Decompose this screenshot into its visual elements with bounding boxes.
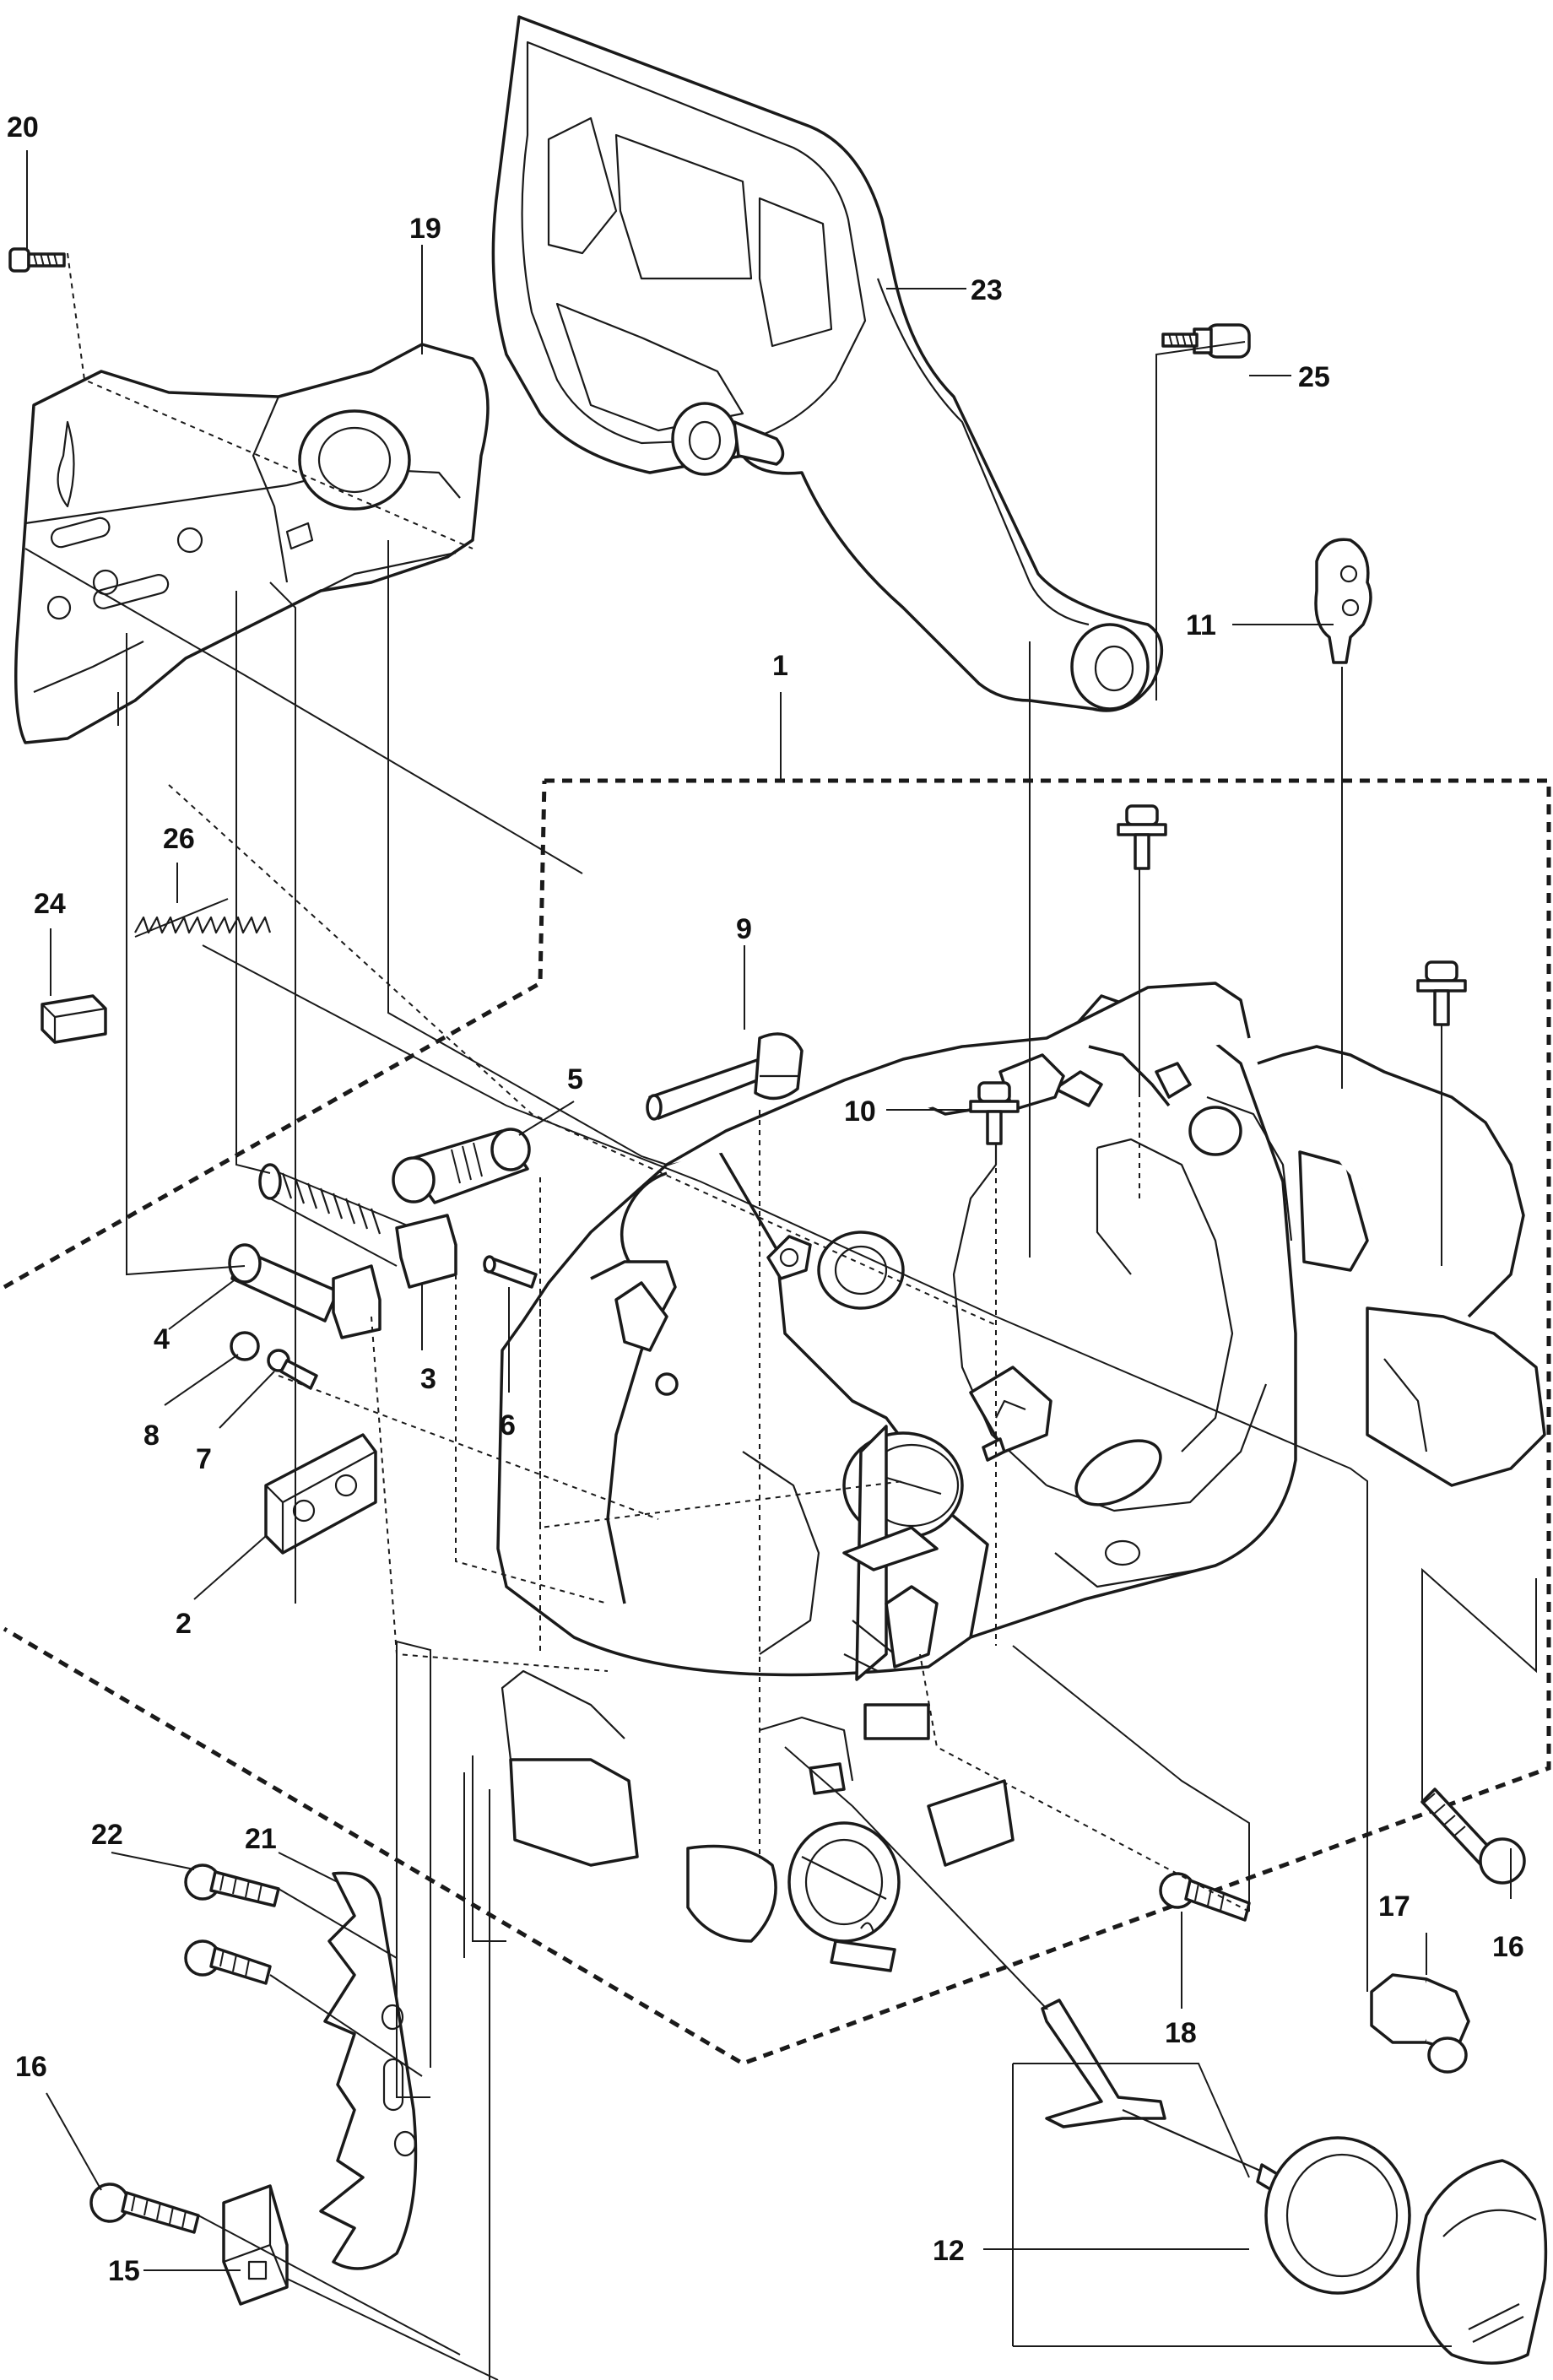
label-19: 19 [409, 213, 441, 245]
screw-part-16-left [89, 2183, 200, 2234]
label-10: 10 [844, 1095, 876, 1128]
label-22: 22 [91, 1819, 123, 1851]
washer-part-8 [230, 1331, 260, 1361]
assembly-boundary-1 [3, 778, 1551, 2066]
cap-assembly-part-12 [1041, 1999, 1548, 2365]
crankcase-main-body [496, 982, 1546, 1972]
label-16-left: 16 [15, 2051, 47, 2083]
label-18: 18 [1165, 2017, 1197, 2049]
screw-part-16-right [1420, 1788, 1526, 1885]
label-12: 12 [933, 2235, 965, 2267]
screw-top-b [1416, 960, 1467, 1026]
label-15: 15 [108, 2255, 140, 2287]
label-16-right: 16 [1492, 1931, 1524, 1963]
label-24: 24 [34, 888, 66, 920]
rear-handle-part-23 [491, 15, 1163, 712]
label-20: 20 [7, 111, 39, 143]
label-21: 21 [245, 1823, 277, 1855]
label-8: 8 [143, 1420, 160, 1452]
part-labels: 20 19 23 25 11 1 26 24 9 5 10 4 3 8 6 7 … [7, 111, 1524, 2287]
pin-part-6 [483, 1255, 538, 1289]
bracket-part-2 [264, 1433, 377, 1555]
label-23: 23 [971, 274, 1003, 306]
label-7: 7 [196, 1443, 212, 1475]
alignment-lines [24, 252, 1537, 2380]
bushing-part-5 [392, 1128, 531, 1204]
label-5: 5 [567, 1063, 583, 1095]
spring-part-26 [134, 898, 272, 938]
label-1: 1 [772, 650, 788, 682]
label-17: 17 [1378, 1890, 1410, 1923]
spike-bar-part-21 [319, 1871, 418, 2270]
pin-part-9 [646, 1032, 804, 1121]
plug-part-17 [1370, 1973, 1470, 2074]
screw-part-20 [8, 247, 66, 273]
screw-part-7 [267, 1349, 318, 1390]
side-plate-part-19 [14, 343, 490, 744]
stud-part-3 [258, 1163, 457, 1289]
label-11: 11 [1186, 609, 1216, 641]
label-4: 4 [154, 1323, 170, 1355]
label-9: 9 [736, 913, 752, 945]
screw-part-10 [969, 1081, 1020, 1145]
screw-part-25 [1161, 323, 1251, 359]
screw-part-22 [184, 1863, 280, 1907]
label-3: 3 [420, 1363, 436, 1395]
label-6: 6 [500, 1409, 516, 1442]
label-26: 26 [163, 823, 195, 855]
screw-part-18 [1159, 1872, 1251, 1922]
clip-part-11 [1314, 538, 1372, 664]
block-part-24 [41, 994, 107, 1044]
label-2: 2 [176, 1608, 192, 1640]
leader-lines [26, 150, 1512, 2347]
label-25: 25 [1298, 361, 1330, 393]
screw-top-a [1117, 804, 1167, 870]
bolt-part-4 [228, 1243, 381, 1339]
screw-middle-left [184, 1939, 272, 1985]
